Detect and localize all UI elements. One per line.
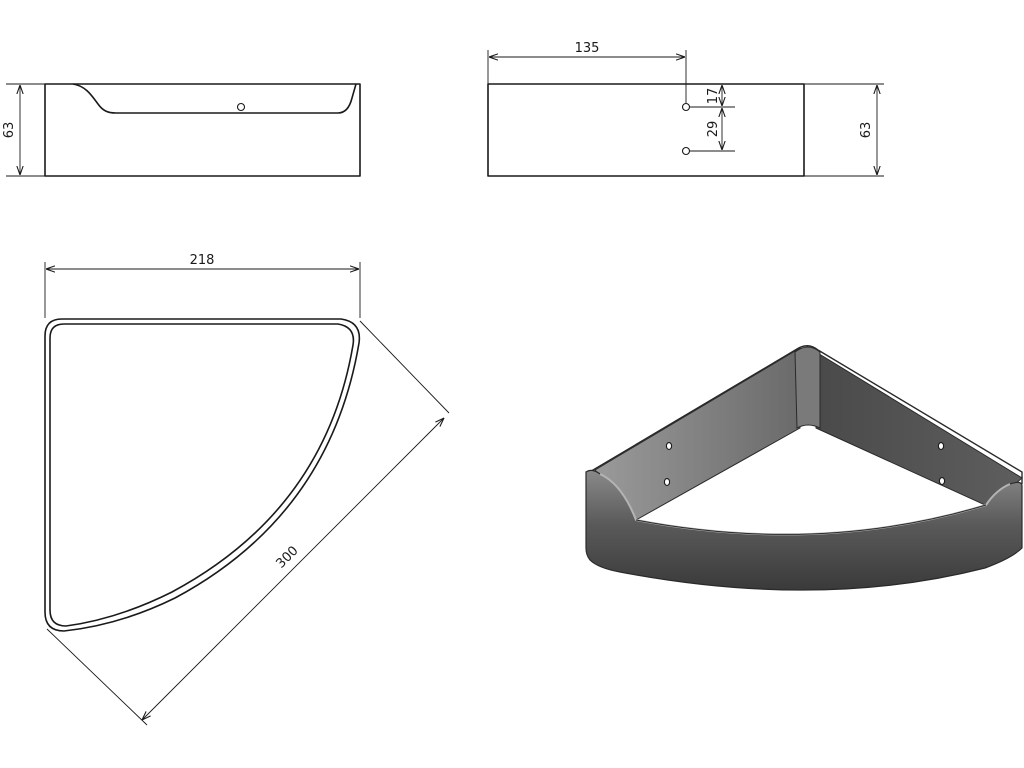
front-view-hole [236, 102, 246, 112]
render-rim-right [817, 349, 1023, 484]
plan-diagonal-label: 300 [273, 543, 301, 571]
render-back-corner [794, 346, 821, 429]
side-height-label: 63 [859, 122, 874, 139]
hole-offset-label: 17 [706, 88, 721, 105]
plan-view-outer-outline [44, 318, 361, 632]
hole-offset-dimension: 17 [690, 85, 735, 108]
render-hole-right-upper [937, 442, 945, 450]
render-rim-left [587, 345, 819, 474]
side-view-hole-upper [681, 102, 691, 112]
side-length-label: 135 [575, 41, 600, 56]
plan-diagonal-dimension: 300 [46, 320, 450, 726]
front-view: 63 [2, 83, 361, 177]
front-height-label: 63 [2, 122, 17, 139]
render-hole-left-lower [663, 478, 671, 486]
side-view-outline [487, 83, 805, 177]
front-view-inner-profile [72, 83, 357, 114]
render-hole-left-upper [665, 442, 673, 450]
render-right-inner-wall [815, 351, 1023, 506]
render-hole-right-lower [938, 477, 946, 485]
front-view-outline [44, 83, 361, 177]
side-view-hole-lower [681, 146, 691, 156]
side-view: 135 17 29 63 [487, 41, 884, 177]
hole-spacing-dimension: 29 [690, 108, 735, 152]
plan-view-inner-outline [49, 323, 355, 627]
render-opening-curve [635, 504, 987, 535]
plan-width-dimension: 218 [44, 253, 361, 318]
side-length-dimension: 135 [487, 41, 687, 103]
render-left-inner-wall [594, 347, 801, 521]
plan-view: 218 300 [44, 253, 450, 726]
isometric-render [585, 345, 1023, 591]
plan-width-label: 218 [190, 253, 215, 268]
front-height-dimension: 63 [2, 83, 45, 177]
side-height-dimension: 63 [804, 83, 884, 177]
hole-spacing-label: 29 [706, 121, 721, 138]
